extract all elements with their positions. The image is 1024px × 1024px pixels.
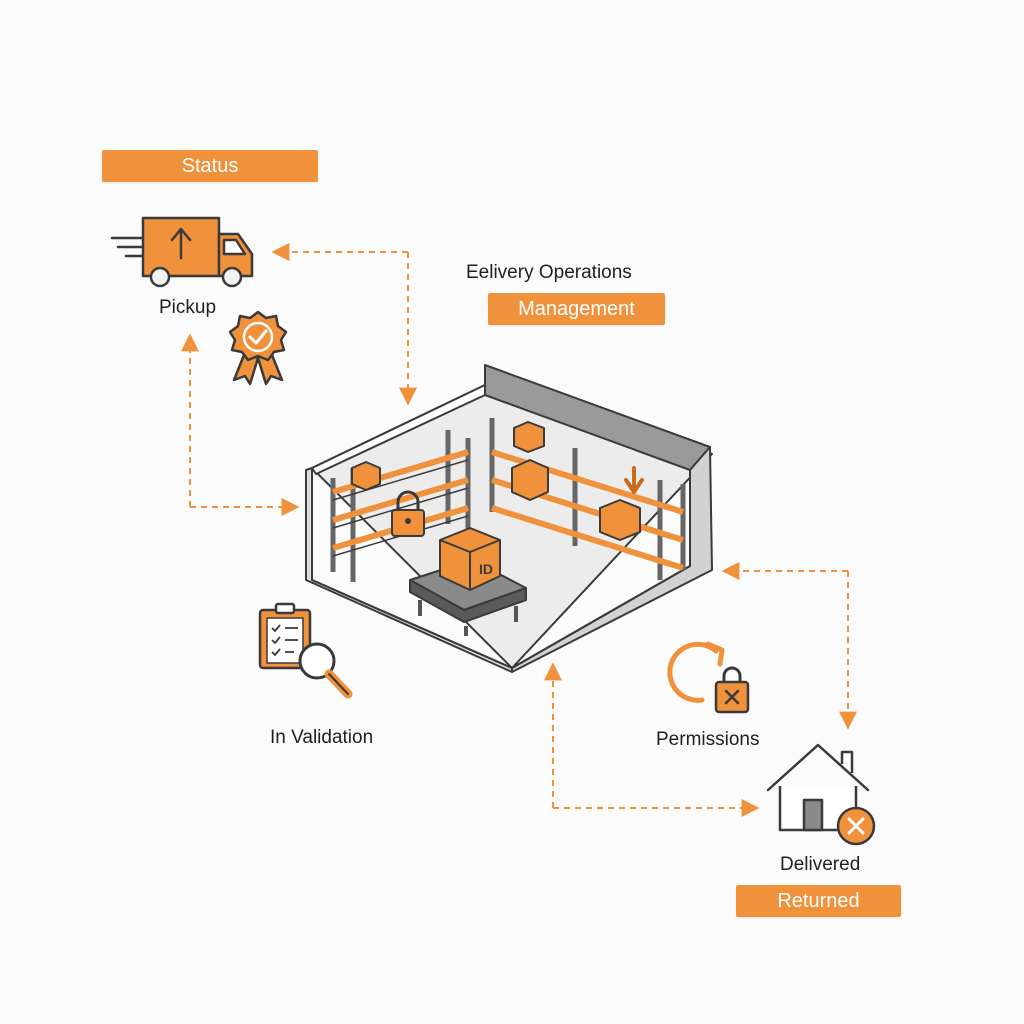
shelf-boxes [351,421,641,541]
warehouse-illustration [305,364,713,673]
returned-badge: Returned [736,885,901,917]
permissions-label: Permissions [656,729,760,750]
delivered-label: Delivered [780,854,861,875]
refresh-lock-icon [667,641,750,714]
checklist-search-icon [258,602,353,699]
diagram-title: Eelivery Operations [466,262,632,283]
status-badge: Status [102,150,318,182]
pickup-label: Pickup [159,297,217,318]
validation-label: In Validation [270,727,374,748]
shelf-lock [391,490,425,537]
main-box-tag: ID [479,561,493,577]
conveyor-belt [409,527,527,636]
approval-badge-icon [228,310,288,386]
delivery-truck-icon [110,216,254,288]
house-cancel-icon [766,743,876,846]
management-badge: Management [488,293,665,325]
